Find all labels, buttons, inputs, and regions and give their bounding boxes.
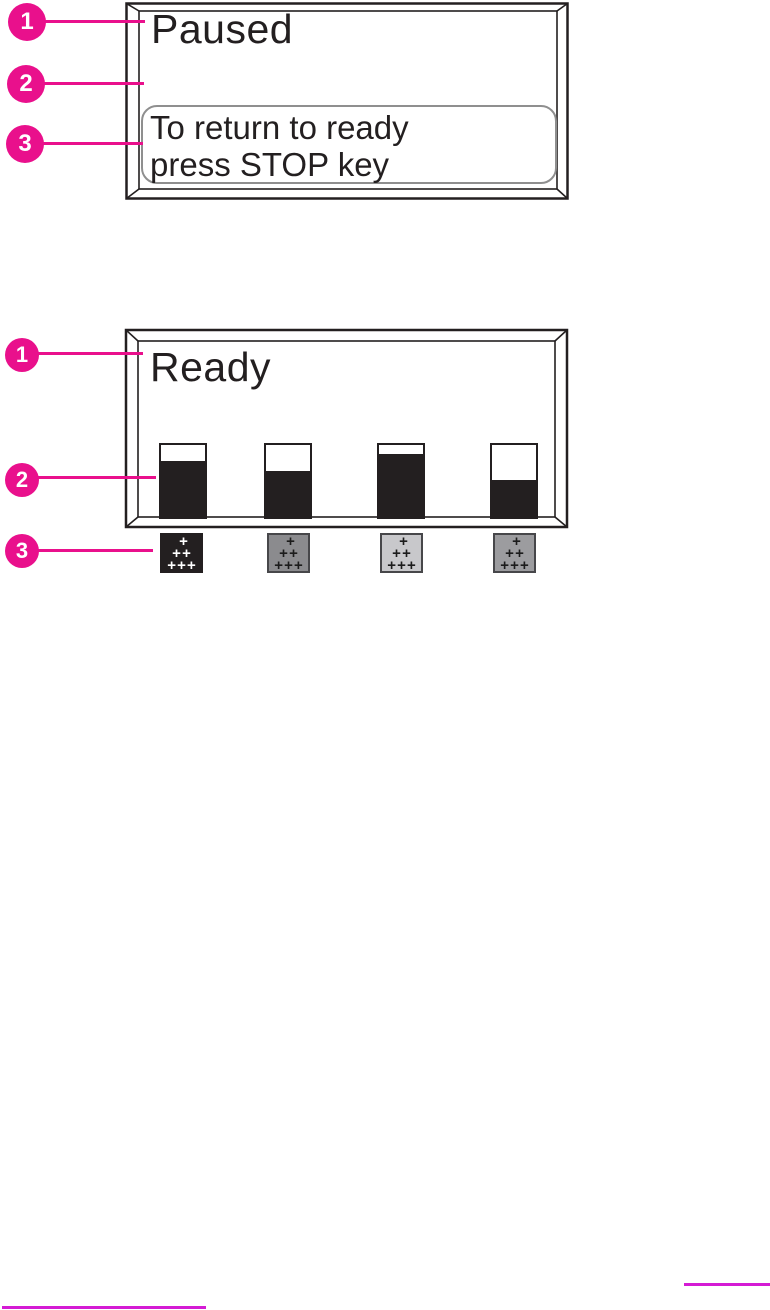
callout-leader-line-1: [34, 352, 143, 355]
plus-pattern-row: + + +: [167, 556, 196, 574]
toner-cartridge-icon-1: ++ ++ + +: [160, 533, 203, 573]
status-message-ready: Ready: [150, 344, 272, 390]
toner-cartridge-icon-4: ++ ++ + +: [493, 533, 536, 573]
prompt-line-2: press STOP key: [150, 146, 390, 183]
plus-pattern-row: + +: [505, 544, 524, 562]
supply-gauge-1: [159, 443, 207, 519]
toner-cartridge-icon-2: ++ ++ + +: [267, 533, 310, 573]
callout-leader-line-1: [38, 20, 145, 23]
display-frame-bezel: [124, 328, 569, 529]
display-frame-bezel: [125, 2, 569, 200]
supply-gauge-2: [264, 443, 312, 519]
plus-pattern-row: +: [286, 532, 295, 550]
plus-pattern-row: + + +: [500, 556, 529, 574]
supply-gauge-3-fill: [379, 453, 423, 517]
supply-gauge-3: [377, 443, 425, 519]
callout-leader-line-3: [34, 549, 153, 552]
plus-pattern-row: + +: [172, 544, 191, 562]
prompt-message-box: To return to ready press STOP key: [141, 105, 557, 184]
plus-pattern-row: +: [179, 532, 188, 550]
callout-leader-line-3: [37, 142, 143, 145]
supply-gauge-4-fill: [492, 480, 536, 517]
plus-pattern-row: + + +: [274, 556, 303, 574]
toner-cartridge-icon-3: ++ ++ + +: [380, 533, 423, 573]
supply-gauge-1-fill: [161, 460, 205, 517]
callout-badge-3: 3: [6, 125, 44, 163]
supply-gauge-4: [490, 443, 538, 519]
plus-pattern-row: +: [399, 532, 408, 550]
callout-leader-line-2: [38, 82, 144, 85]
plus-pattern-row: + +: [279, 544, 298, 562]
callout-badge-3: 3: [5, 534, 39, 568]
plus-pattern-row: +: [512, 532, 521, 550]
footer-rule-left: [2, 1306, 206, 1309]
callout-badge-1: 1: [8, 3, 46, 41]
prompt-message-text: To return to ready press STOP key: [150, 109, 409, 183]
prompt-line-1: To return to ready: [150, 109, 409, 146]
status-message-paused: Paused: [151, 6, 294, 52]
plus-pattern-row: + +: [392, 544, 411, 562]
callout-badge-2: 2: [5, 463, 39, 497]
footer-rule-right: [684, 1283, 770, 1286]
callout-leader-line-2: [34, 476, 156, 479]
plus-pattern-row: + + +: [387, 556, 416, 574]
callout-badge-1: 1: [5, 338, 39, 372]
supply-gauge-2-fill: [266, 470, 310, 517]
